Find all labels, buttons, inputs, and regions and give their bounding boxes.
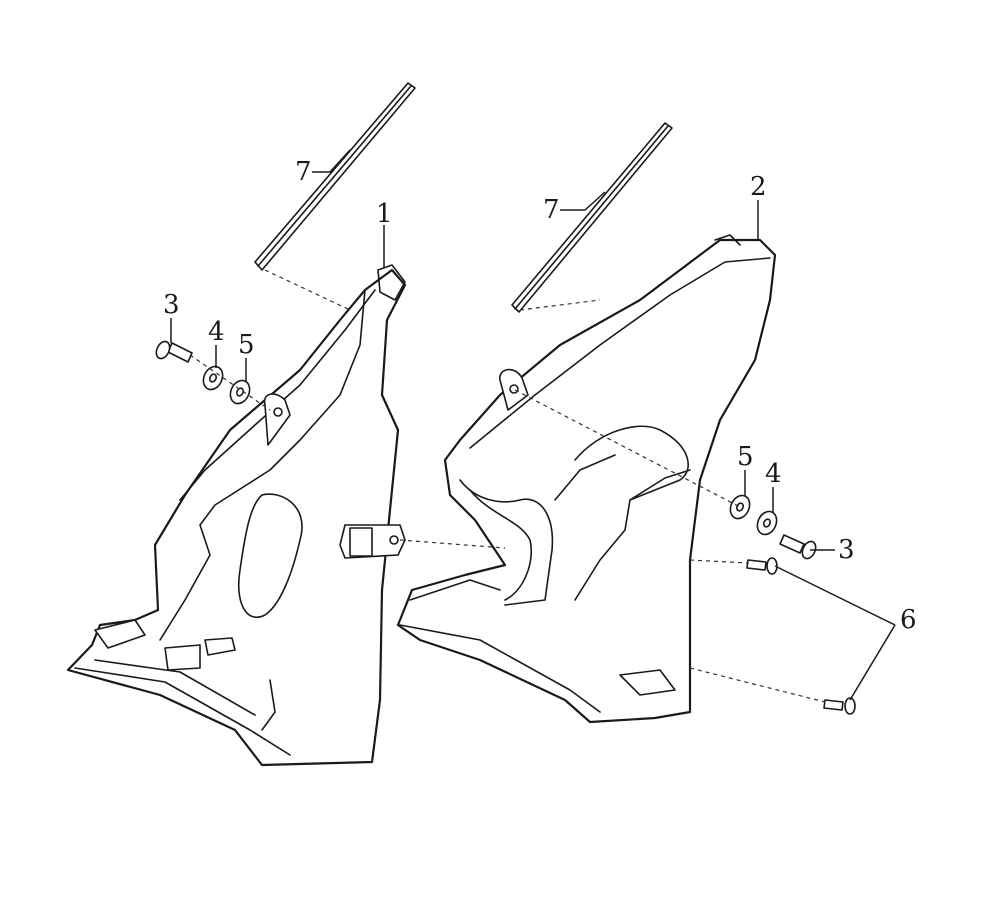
left-washer-b bbox=[229, 379, 251, 405]
callout-labels: 7 1 3 4 5 7 2 5 4 3 6 bbox=[163, 157, 917, 635]
left-washer-a bbox=[202, 365, 224, 391]
right-washer-b bbox=[729, 494, 751, 520]
right-bolt bbox=[779, 534, 817, 560]
left-side-cover bbox=[66, 264, 407, 767]
callout-left-washer-a: 4 bbox=[208, 317, 225, 347]
callout-left-bolt: 3 bbox=[163, 290, 180, 320]
callout-screws: 6 bbox=[900, 605, 917, 635]
callout-right-washer-a: 4 bbox=[765, 459, 782, 489]
callout-right-cover: 2 bbox=[750, 172, 767, 202]
right-side-cover bbox=[396, 234, 777, 724]
right-washer-a bbox=[756, 510, 778, 536]
leader-lines bbox=[170, 149, 896, 701]
callout-left-washer-b: 5 bbox=[238, 330, 255, 360]
left-bolt bbox=[155, 340, 193, 363]
right-trim-strip bbox=[511, 122, 673, 313]
screw-upper bbox=[746, 557, 778, 575]
assembly-lines bbox=[189, 269, 826, 703]
left-trim-strip bbox=[254, 82, 416, 271]
screw-lower bbox=[823, 697, 856, 715]
callout-right-washer-b: 5 bbox=[737, 442, 754, 472]
callout-right-strip: 7 bbox=[543, 195, 560, 225]
callout-left-cover: 1 bbox=[376, 199, 393, 229]
callout-left-strip: 7 bbox=[295, 157, 312, 187]
callout-right-bolt: 3 bbox=[838, 535, 855, 565]
